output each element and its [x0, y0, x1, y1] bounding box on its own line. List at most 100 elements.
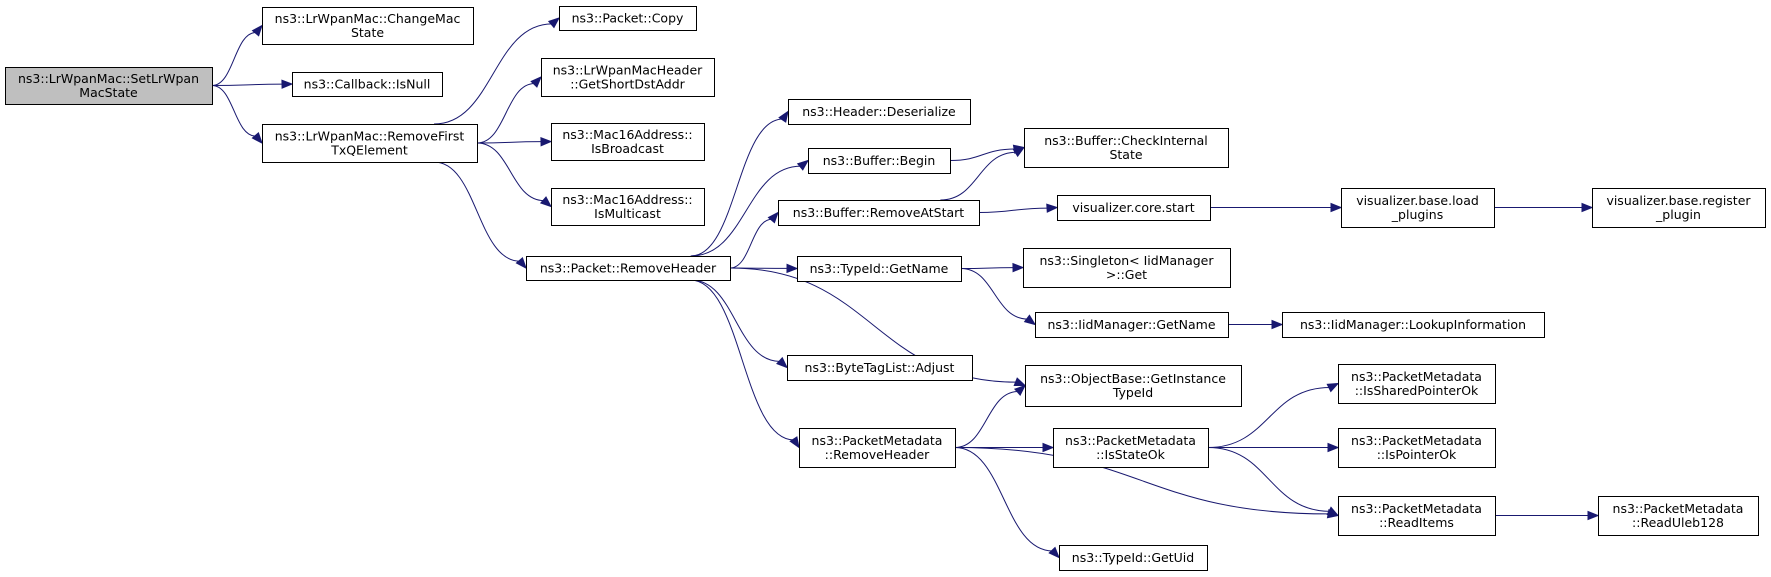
node-label-line: ns3::Packet::RemoveHeader	[540, 261, 717, 276]
node-box	[551, 188, 705, 226]
node-box	[1025, 365, 1242, 407]
arrowhead	[1271, 319, 1284, 330]
node-label-line: ns3::PacketMetadata	[1065, 433, 1196, 448]
node-iidmanager-getname[interactable]: ns3::IidManager::GetName	[1035, 312, 1229, 338]
node-packetmetadata-isstateok[interactable]: ns3::PacketMetadata::IsStateOk	[1053, 428, 1209, 468]
edge-line	[954, 447, 1330, 515]
node-buffer-removeatstart[interactable]: ns3::Buffer::RemoveAtStart	[778, 200, 980, 226]
node-box	[262, 124, 478, 163]
node-label-line: ns3::LrWpanMac::SetLrWpan	[18, 71, 199, 86]
node-packetmetadata-issharedpointerok[interactable]: ns3::PacketMetadata::IsSharedPointerOk	[1338, 364, 1496, 404]
node-typeid-getuid[interactable]: ns3::TypeId::GetUid	[1059, 545, 1208, 571]
arrowhead	[1048, 546, 1060, 559]
node-label-line: ns3::LrWpanMacHeader	[553, 63, 703, 78]
node-box	[778, 200, 980, 226]
node-box	[526, 256, 731, 281]
edge-line	[1207, 386, 1330, 448]
arrowhead	[281, 79, 294, 89]
node-box	[1338, 364, 1496, 404]
node-packet-copy[interactable]: ns3::Packet::Copy	[559, 6, 697, 31]
edge-line	[211, 31, 257, 86]
node-label-line: ns3::PacketMetadata	[1351, 369, 1482, 384]
node-label-line: ::ReadUleb128	[1632, 515, 1724, 530]
node-packetmetadata-readitems[interactable]: ns3::PacketMetadata::ReadItems	[1338, 496, 1496, 536]
node-box	[1024, 128, 1229, 168]
edge-removefirsttxqelement-to-packet-removeheader	[434, 161, 527, 270]
node-buffer-begin[interactable]: ns3::Buffer::Begin	[808, 148, 951, 174]
node-label-line: ns3::ByteTagList::Adjust	[805, 360, 955, 375]
edge-line	[476, 141, 543, 144]
node-visualizer-base-register-plugin[interactable]: visualizer.base.register_plugin	[1592, 188, 1766, 228]
node-getshortdstaddr[interactable]: ns3::LrWpanMacHeader::GetShortDstAddr	[541, 58, 715, 97]
node-ismulticast[interactable]: ns3::Mac16Address::IsMulticast	[551, 188, 705, 226]
node-box	[797, 256, 962, 282]
node-box	[551, 123, 705, 161]
edge-packet-removeheader-to-header-deserialize	[690, 110, 789, 257]
arrowhead	[540, 136, 553, 147]
node-label-line: TxQElement	[330, 143, 408, 158]
node-iidmanager-lookupinformation[interactable]: ns3::IidManager::LookupInformation	[1282, 312, 1545, 338]
node-packetmetadata-ispointerok[interactable]: ns3::PacketMetadata::IsPointerOk	[1338, 428, 1496, 468]
node-label-line: ns3::Callback::IsNull	[304, 77, 431, 92]
edge-packetmetadata-isstateok-to-packetmetadata-readitems	[1207, 447, 1340, 517]
edge-setlrwpanmacstate-to-removefirsttxqelement	[211, 85, 263, 145]
node-label-line: ns3::Packet::Copy	[572, 11, 684, 26]
node-box	[1057, 195, 1211, 221]
edge-line	[433, 23, 553, 125]
arrowhead	[776, 356, 788, 369]
node-bytetaglist-adjust[interactable]: ns3::ByteTagList::Adjust	[787, 355, 973, 381]
edge-packetmetadata-readitems-to-packetmetadata-readuleb128	[1495, 510, 1600, 521]
node-label-line: ns3::Buffer::CheckInternal	[1044, 133, 1208, 148]
node-isbroadcast[interactable]: ns3::Mac16Address::IsBroadcast	[551, 123, 705, 161]
node-packetmetadata-readuleb128[interactable]: ns3::PacketMetadata::ReadUleb128	[1598, 496, 1759, 536]
edge-line	[690, 165, 802, 257]
node-visualizer-core-start[interactable]: visualizer.core.start	[1057, 195, 1211, 221]
node-label-line: ns3::TypeId::GetUid	[1072, 550, 1194, 565]
node-typeid-getname[interactable]: ns3::TypeId::GetName	[797, 256, 962, 282]
arrowhead	[1327, 442, 1340, 453]
node-box	[1592, 188, 1766, 228]
arrowhead	[251, 131, 263, 145]
node-packet-removeheader[interactable]: ns3::Packet::RemoveHeader	[526, 256, 731, 281]
arrowhead	[251, 24, 263, 37]
node-packetmetadata-removeheader[interactable]: ns3::PacketMetadata::RemoveHeader	[799, 428, 956, 468]
node-label-line: visualizer.base.load	[1356, 193, 1479, 208]
edge-removefirsttxqelement-to-ismulticast	[476, 142, 553, 208]
edge-line	[960, 267, 1015, 269]
edge-line	[940, 151, 1017, 201]
node-label-line: TypeId	[1112, 385, 1153, 400]
edge-line	[954, 390, 1019, 448]
edge-line	[954, 447, 1053, 552]
node-header-deserialize[interactable]: ns3::Header::Deserialize	[788, 99, 971, 125]
node-label-line: IsMulticast	[594, 206, 661, 221]
node-label-line: ns3::Buffer::Begin	[823, 153, 936, 168]
node-box	[787, 355, 973, 381]
edge-buffer-removeatstart-to-visualizer-core-start	[978, 203, 1059, 213]
node-callback-isnull[interactable]: ns3::Callback::IsNull	[292, 72, 443, 97]
edge-visualizer-base-load-plugins-to-visualizer-base-register-plugin	[1494, 202, 1594, 213]
edge-line	[690, 279, 795, 441]
edge-setlrwpanmacstate-to-callback-isnull	[211, 79, 294, 89]
node-label-line: _plugins	[1391, 207, 1443, 222]
edges-layer	[211, 17, 1600, 559]
node-box	[1341, 188, 1495, 228]
edge-line	[211, 85, 257, 137]
node-label-line: ns3::Mac16Address::	[562, 192, 692, 207]
arrowhead	[786, 263, 799, 274]
edge-removefirsttxqelement-to-isbroadcast	[476, 136, 553, 147]
node-label-line: ::IsStateOk	[1096, 447, 1166, 462]
node-singleton-get[interactable]: ns3::Singleton< IidManager >::Get	[1023, 248, 1231, 288]
node-box	[788, 99, 971, 125]
node-visualizer-base-load-plugins[interactable]: visualizer.base.load_plugins	[1341, 188, 1495, 228]
edge-packetmetadata-isstateok-to-packetmetadata-issharedpointerok	[1207, 382, 1340, 448]
node-label-line: ::RemoveHeader	[825, 447, 931, 462]
node-box	[541, 58, 715, 97]
node-label-line: ns3::TypeId::GetName	[810, 261, 949, 276]
edge-typeid-getname-to-iidmanager-getname	[960, 268, 1037, 326]
